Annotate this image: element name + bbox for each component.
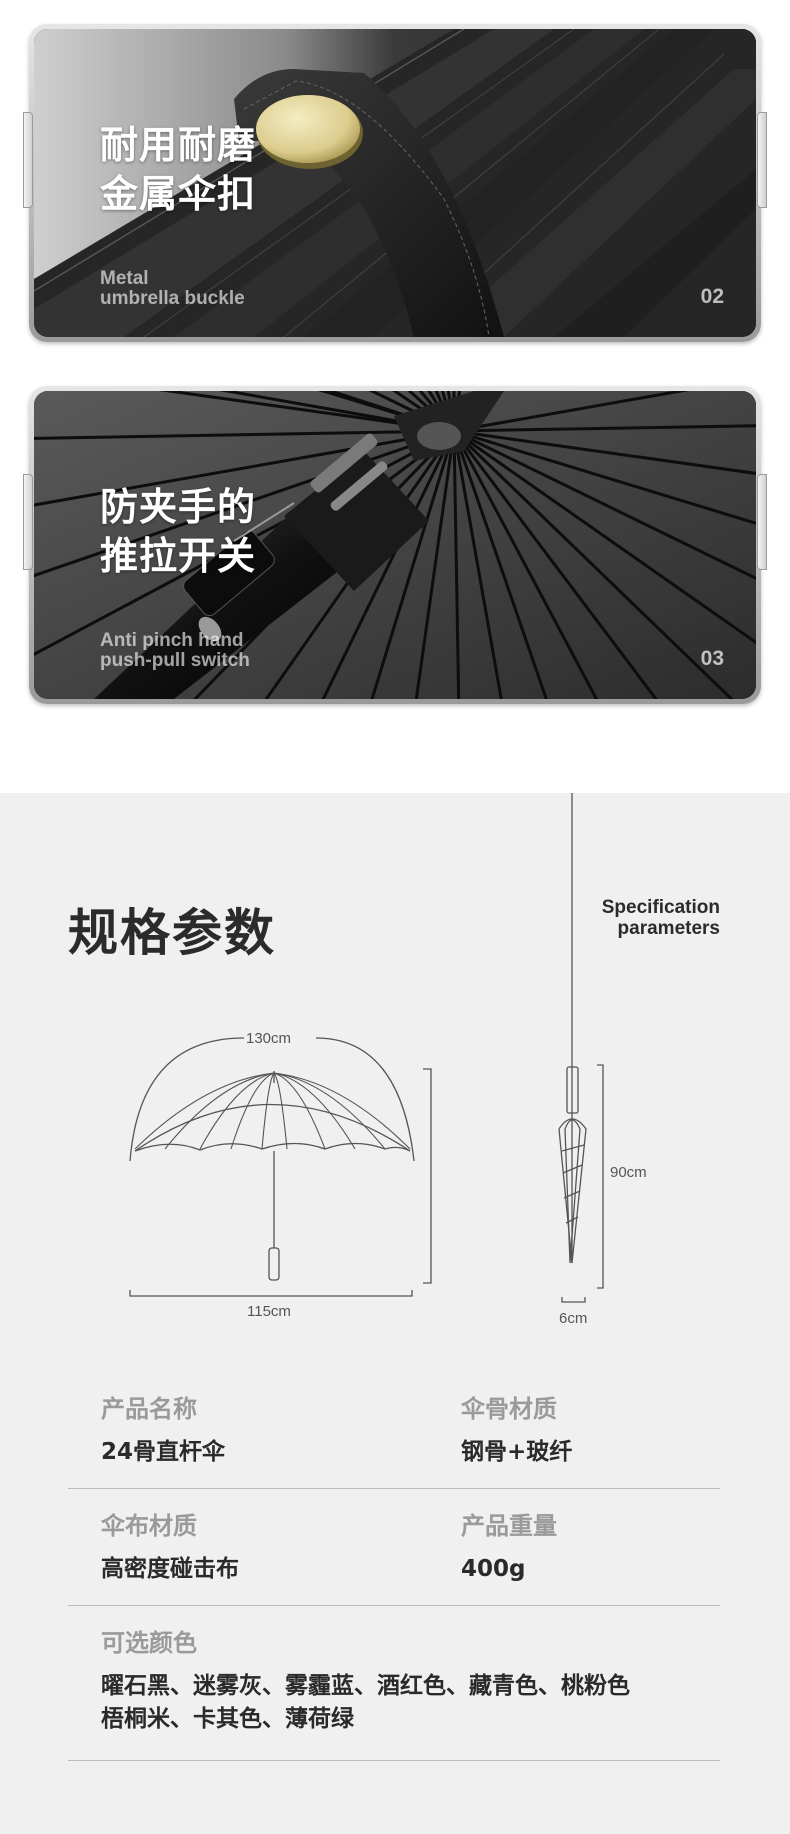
field-label: 产品重量: [461, 1512, 557, 1540]
field-value: 24骨直杆伞: [101, 1439, 226, 1465]
card-title: 防夹手的 推拉开关: [100, 485, 257, 578]
umbrella-rib: [452, 430, 599, 699]
spec-field-rib: 伞骨材质 钢骨+玻纤: [461, 1389, 572, 1469]
card-side-tab-right: [757, 112, 767, 208]
feature-card-buckle: 耐用耐磨 金属伞扣 Metal umbrella buckle 02: [23, 24, 767, 342]
spec-row: 可选颜色 曜石黑、迷雾灰、雾霾蓝、酒红色、藏青色、桃粉色 梧桐米、卡其色、薄荷绿: [68, 1623, 720, 1761]
card-subtitle: Metal umbrella buckle: [100, 268, 245, 309]
card-number: 03: [700, 647, 724, 670]
umbrella-rib: [368, 391, 455, 433]
row-divider: [68, 1488, 720, 1489]
spec-field-colors: 可选颜色 曜石黑、迷雾灰、雾霾蓝、酒红色、藏青色、桃粉色 梧桐米、卡其色、薄荷绿: [101, 1623, 630, 1736]
field-label: 可选颜色: [101, 1629, 197, 1657]
card-subtitle: Anti pinch hand push-pull switch: [100, 630, 250, 671]
umbrella-rib: [453, 429, 756, 525]
canopy-rib-line: [273, 1072, 288, 1150]
spec-title: 规格参数: [68, 904, 276, 962]
umbrella-rib: [453, 429, 756, 475]
field-value: 高密度碰击布: [101, 1556, 239, 1582]
umbrella-rib: [452, 430, 658, 699]
field-value: 曜石黑、迷雾灰、雾霾蓝、酒红色、藏青色、桃粉色 梧桐米、卡其色、薄荷绿: [101, 1673, 630, 1732]
canopy-rib-line: [230, 1072, 275, 1150]
umbrella-rib: [34, 429, 455, 440]
umbrella-rib: [318, 391, 455, 433]
card-title: 耐用耐磨 金属伞扣: [100, 123, 257, 216]
row-divider: [68, 1605, 720, 1606]
canopy-rib-line: [134, 1072, 275, 1150]
feature-card-switch: 防夹手的 推拉开关 Anti pinch hand push-pull swit…: [23, 386, 767, 704]
field-value: 钢骨+玻纤: [461, 1439, 573, 1465]
umbrella-rib: [370, 430, 456, 699]
umbrella-rib: [414, 430, 456, 699]
closed-length-label: 90cm: [610, 1164, 647, 1181]
umbrella-rib: [452, 430, 548, 699]
spec-field-weight: 产品重量 400g: [461, 1506, 557, 1586]
open-arc-label: 130cm: [246, 1030, 291, 1047]
field-label: 产品名称: [101, 1395, 197, 1423]
umbrella-rib: [452, 430, 503, 699]
canopy-rib-line: [261, 1072, 275, 1150]
row-divider: [68, 1760, 720, 1761]
gold-buckle-icon: [256, 95, 360, 163]
umbrella-dimension-diagram: 130cm 115cm 90cm 6cm: [129, 793, 647, 1327]
card-side-tab-right: [757, 474, 767, 570]
card-side-tab-left: [23, 474, 33, 570]
spec-title-en: Specification parameters: [601, 897, 720, 939]
spec-field-name: 产品名称 24骨直杆伞: [101, 1389, 225, 1469]
open-width-label: 115cm: [247, 1303, 291, 1320]
field-value: 400g: [461, 1556, 526, 1582]
field-label: 伞布材质: [101, 1512, 197, 1540]
card-image-frame: 防夹手的 推拉开关 Anti pinch hand push-pull swit…: [34, 391, 756, 699]
canopy-rib-line: [273, 1072, 386, 1150]
spec-field-fabric: 伞布材质 高密度碰击布: [101, 1506, 239, 1586]
canopy-rib-line: [199, 1072, 275, 1150]
switch-photo: [34, 391, 756, 699]
card-image-frame: 耐用耐磨 金属伞扣 Metal umbrella buckle 02: [34, 29, 756, 337]
field-label: 伞骨材质: [461, 1395, 557, 1423]
umbrella-rib: [453, 429, 756, 580]
umbrella-rib: [453, 424, 756, 433]
umbrella-rib: [452, 430, 461, 699]
canopy-rib-line: [273, 1072, 326, 1150]
canopy-rib-line: [273, 1072, 356, 1150]
card-side-tab-left: [23, 112, 33, 208]
spec-row: 伞布材质 高密度碰击布 产品重量 400g: [68, 1506, 720, 1606]
umbrella-rib: [158, 391, 455, 433]
canopy-rib-line: [273, 1072, 411, 1150]
umbrella-rib: [453, 429, 756, 645]
canopy-rib-line: [164, 1072, 275, 1150]
spec-row: 产品名称 24骨直杆伞 伞骨材质 钢骨+玻纤: [68, 1389, 720, 1489]
umbrella-rib: [326, 391, 455, 433]
closed-width-label: 6cm: [559, 1310, 587, 1327]
umbrella-rib: [453, 391, 690, 433]
card-number: 02: [700, 285, 724, 308]
spec-section: 规格参数 Specification parameters: [0, 793, 790, 1834]
umbrella-rib: [452, 429, 734, 699]
buckle-photo: [34, 29, 756, 337]
umbrella-rib: [34, 429, 455, 578]
umbrella-rib: [218, 391, 455, 433]
